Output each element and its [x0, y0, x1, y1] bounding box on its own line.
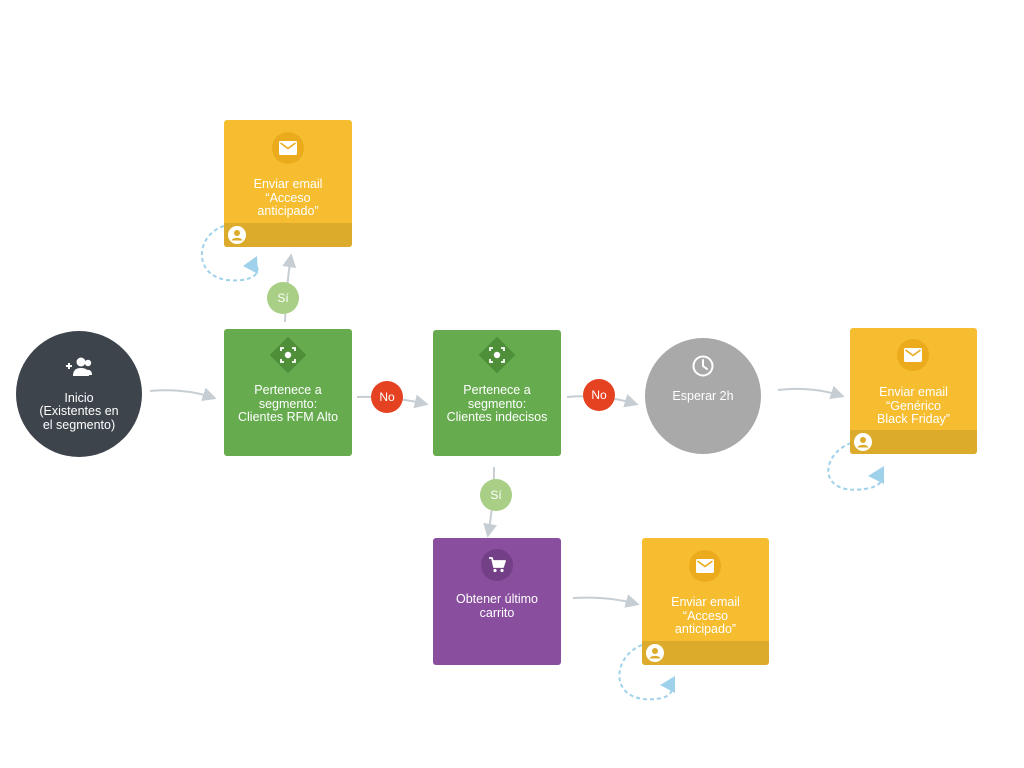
node-footer [850, 430, 977, 454]
email-early-access-top-label: Enviar email “Acceso anticipado” [253, 177, 323, 218]
email-generic-node[interactable]: Enviar email “Genérico Black Friday” [850, 328, 977, 454]
email-early-access-top-node[interactable]: Enviar email “Acceso anticipado” [224, 120, 352, 247]
user-icon[interactable] [646, 644, 664, 662]
envelope-icon-wrap [272, 132, 304, 164]
start-node[interactable]: Inicio (Existentes en el segmento) [16, 331, 142, 457]
cart-icon-wrap [481, 549, 513, 581]
segment-target-icon [269, 336, 307, 374]
envelope-icon [904, 348, 922, 362]
no-badge-second[interactable]: No [583, 379, 615, 411]
email-early-access-bottom-label: Enviar email “Acceso anticipado” [671, 595, 740, 636]
loop-arrowhead-bottom [660, 676, 675, 693]
wait-node-label: Esperar 2h [672, 389, 734, 404]
arrow-start-to-rfm [149, 387, 217, 401]
envelope-icon [279, 141, 297, 155]
arrow-cart-to-bottom-email [572, 594, 640, 608]
yes-badge-top[interactable]: Sí [267, 282, 299, 314]
user-icon[interactable] [854, 433, 872, 451]
node-footer [642, 641, 769, 665]
segment-undecided-label: Pertenece a segmento: Clientes indecisos [446, 383, 548, 424]
envelope-icon-wrap [897, 339, 929, 371]
add-users-icon [66, 357, 92, 376]
segment-rfm-node[interactable]: Pertenece a segmento: Clientes RFM Alto [224, 329, 352, 456]
loop-arrowhead-top [243, 256, 258, 274]
cart-icon [489, 557, 506, 573]
loop-generic-email [827, 442, 884, 491]
clock-icon [692, 355, 714, 377]
no-badge-first[interactable]: No [371, 381, 403, 413]
yes-badge-bottom[interactable]: Sí [480, 479, 512, 511]
arrow-wait-to-generic-email [777, 385, 845, 400]
email-early-access-bottom-node[interactable]: Enviar email “Acceso anticipado” [642, 538, 769, 665]
envelope-icon [696, 559, 714, 573]
segment-target-icon [478, 336, 516, 374]
email-generic-label: Enviar email “Genérico Black Friday” [877, 385, 950, 426]
loop-arrowhead-generic [868, 466, 884, 484]
segment-rfm-label: Pertenece a segmento: Clientes RFM Alto [237, 383, 339, 424]
start-node-label: Inicio (Existentes en el segmento) [39, 390, 119, 432]
get-last-cart-node[interactable]: Obtener último carrito [433, 538, 561, 665]
loop-top-email [200, 225, 259, 282]
user-icon[interactable] [228, 226, 246, 244]
envelope-icon-wrap [689, 550, 721, 582]
get-last-cart-label: Obtener último carrito [456, 592, 538, 620]
segment-undecided-node[interactable]: Pertenece a segmento: Clientes indecisos [433, 330, 561, 456]
wait-node[interactable]: Esperar 2h [645, 338, 761, 454]
node-footer [224, 223, 352, 247]
